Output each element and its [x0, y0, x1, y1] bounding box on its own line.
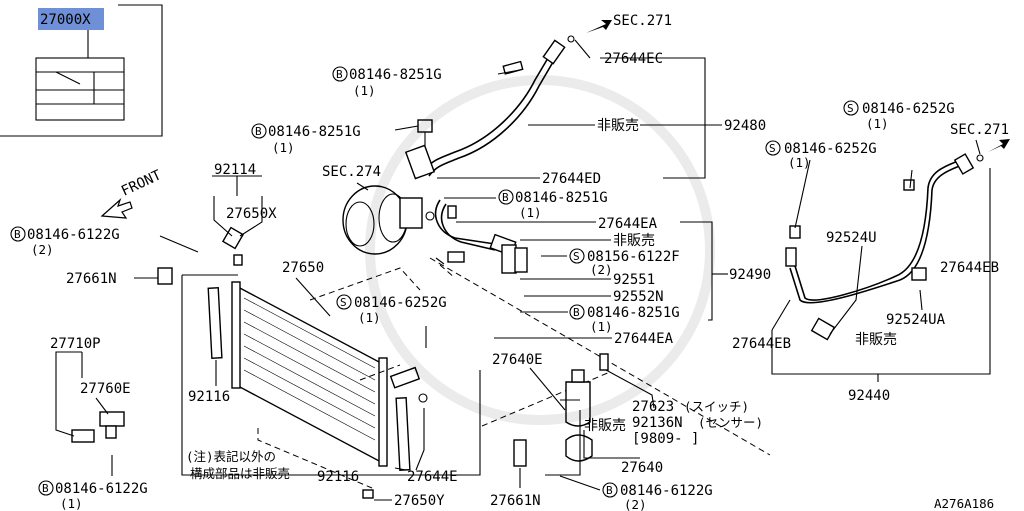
callout-s1-code: 08146-6252G [354, 295, 447, 311]
label-27661N-left: 27661N [66, 271, 117, 287]
callout-b5-prefix: B [14, 228, 21, 241]
label-27650Y: 27650Y [394, 493, 445, 509]
note-line2: 構成部品は非販売 [190, 466, 290, 481]
condenser-assembly [181, 226, 481, 499]
not-for-sale-4: 非販売 [855, 332, 897, 348]
sec-ref-compressor: SEC.274 [322, 164, 381, 180]
label-27661N-bottom: 27661N [490, 493, 541, 509]
label-92551: 92551 [613, 272, 655, 288]
callout-b3-qty: (1) [519, 205, 542, 220]
callout-s2-code: 08146-6252G [862, 101, 955, 117]
callout-b6-prefix: B [42, 482, 49, 495]
label-27644EB-right: 27644EB [940, 260, 999, 276]
callout-b7-prefix: B [606, 484, 613, 497]
callout-s2-prefix: S [847, 102, 854, 115]
label-92480: 92480 [724, 118, 766, 134]
label-27644E: 27644E [407, 469, 458, 485]
pipe-92490 [434, 199, 528, 274]
callout-b2-qty: (1) [272, 140, 295, 155]
callout-b5-code: 08146-6122G [27, 227, 120, 243]
label-92552N: 92552N [613, 289, 664, 305]
svg-text:27000X: 27000X [40, 12, 91, 28]
callout-b3-prefix: B [502, 191, 509, 204]
label-27710P: 27710P [50, 336, 101, 352]
label-27650: 27650 [282, 260, 324, 276]
note-line1: (注)表記以外の [186, 449, 276, 464]
sec-ref-right: SEC.271 [950, 122, 1009, 138]
callout-b3-code: 08146-8251G [515, 190, 608, 206]
callout-b7-code: 08146-6122G [620, 483, 713, 499]
label-sticker [35, 57, 125, 121]
callout-b5-qty: (2) [31, 242, 54, 257]
callout-s3-qty: (1) [788, 155, 811, 170]
compressor [342, 185, 435, 255]
callout-b1-code: 08146-8251G [349, 67, 442, 83]
callout-b6-qty: (1) [60, 496, 83, 511]
label-27644EC: 27644EC [604, 51, 663, 67]
label-27623-note: (スイッチ) [684, 399, 749, 414]
callout-s2-qty: (1) [866, 116, 889, 131]
label-92136N: 92136N [632, 415, 683, 431]
label-92114: 92114 [214, 162, 256, 178]
receiver-drier [513, 353, 609, 467]
hose-92480 [404, 20, 612, 180]
arrow-sec271-right [988, 139, 1010, 152]
label-92440: 92440 [848, 388, 890, 404]
label-92116-left: 92116 [188, 389, 230, 405]
label-92524UA: 92524UA [886, 312, 946, 328]
diagram-code: A276A186 [934, 496, 994, 511]
not-for-sale-1: 非販売 [597, 118, 639, 134]
label-27650X: 27650X [226, 206, 277, 222]
callout-s3-code: 08146-6252G [784, 141, 877, 157]
callout-s4-code: 08156-6122F [587, 249, 680, 265]
dashed-guides [257, 257, 771, 489]
callout-b1-prefix: B [336, 68, 343, 81]
label-27644ED: 27644ED [542, 171, 601, 187]
arrow-sec271-top [586, 20, 612, 33]
callout-b4-code: 08146-8251G [587, 305, 680, 321]
callout-b2-code: 08146-8251G [268, 124, 361, 140]
label-92136N-note: (センサー) [698, 415, 763, 430]
label-27640E: 27640E [492, 352, 543, 368]
leader-lines [55, 39, 991, 501]
callout-b2-prefix: B [255, 125, 262, 138]
not-for-sale-2: 非販売 [613, 233, 655, 249]
label-27760E: 27760E [80, 381, 131, 397]
label-92524U: 92524U [826, 230, 877, 246]
sec-ref-top: SEC.271 [613, 13, 672, 29]
callout-b7-qty: (2) [624, 497, 647, 511]
label-92490: 92490 [729, 267, 771, 283]
label-part-suffix: X [82, 12, 91, 28]
callout-s4-prefix: S [573, 250, 580, 263]
not-for-sale-3: 非販売 [584, 418, 626, 434]
labels: SEC.271 27644EC B 08146-8251G (1) B 0814… [10, 13, 1009, 511]
callout-b4-qty: (1) [590, 319, 613, 334]
part-highlight [38, 8, 104, 30]
callout-s4-qty: (2) [590, 262, 613, 277]
label-27644EA-bottom: 27644EA [614, 331, 674, 347]
callout-b6-code: 08146-6122G [55, 481, 148, 497]
label-27640: 27640 [621, 460, 663, 476]
label-27644EB-left: 27644EB [732, 336, 791, 352]
label-27644EA-top: 27644EA [598, 216, 658, 232]
callout-s1-qty: (1) [358, 310, 381, 325]
callout-b4-prefix: B [573, 306, 580, 319]
label-27623: 27623 [632, 399, 674, 415]
label-date-range: [9809- ] [632, 431, 699, 447]
pipe-92440 [785, 139, 1010, 341]
watermark [365, 75, 715, 425]
front-arrow [100, 198, 133, 219]
label-part-number: 27000 [40, 12, 82, 28]
label-inset: 27000X [0, 4, 163, 137]
callout-s3-prefix: S [769, 142, 776, 155]
bracket-27710p [71, 267, 173, 443]
front-label: FRONT [119, 167, 164, 200]
callout-b1-qty: (1) [353, 83, 376, 98]
callout-s1-prefix: S [340, 296, 347, 309]
label-92116-bottom: 92116 [317, 469, 359, 485]
